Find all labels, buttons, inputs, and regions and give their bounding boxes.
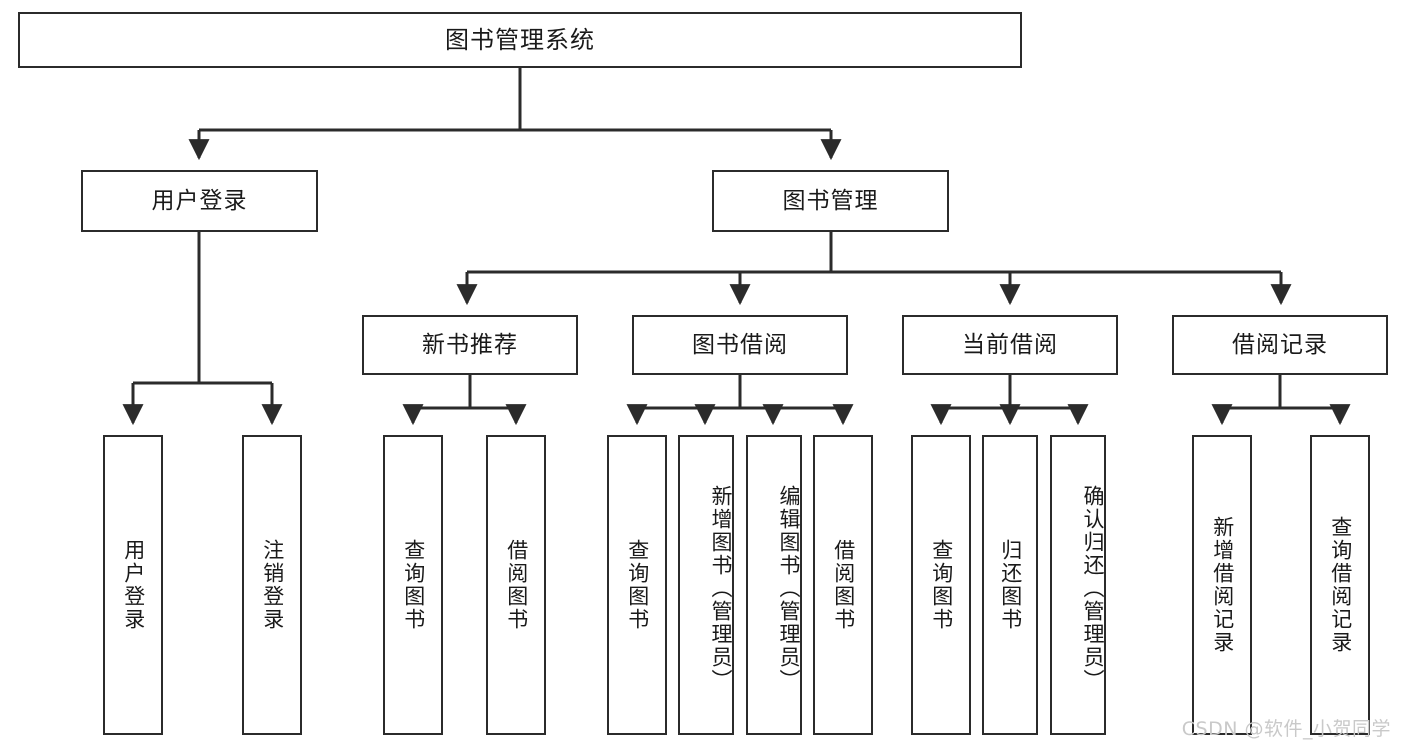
leaf-newbook-query-books[interactable]: 查询图书 [383,435,443,735]
node-borrow-records[interactable]: 借阅记录 [1172,315,1388,375]
node-new-book-recommend[interactable]: 新书推荐 [362,315,578,375]
leaf-user-logout[interactable]: 注销登录 [242,435,302,735]
node-book-borrow[interactable]: 图书借阅 [632,315,848,375]
leaf-current-return-book[interactable]: 归还图书 [982,435,1038,735]
node-user-login[interactable]: 用户登录 [81,170,318,232]
leaf-newbook-borrow-books[interactable]: 借阅图书 [486,435,546,735]
leaf-record-add-borrow-record[interactable]: 新增借阅记录 [1192,435,1252,735]
leaf-borrow-lend-book[interactable]: 借阅图书 [813,435,873,735]
node-current-borrow[interactable]: 当前借阅 [902,315,1118,375]
node-book-management[interactable]: 图书管理 [712,170,949,232]
leaf-current-query-books[interactable]: 查询图书 [911,435,971,735]
leaf-record-query-borrow-record[interactable]: 查询借阅记录 [1310,435,1370,735]
leaf-borrow-query-books[interactable]: 查询图书 [607,435,667,735]
node-root-system[interactable]: 图书管理系统 [18,12,1022,68]
leaf-user-login[interactable]: 用户登录 [103,435,163,735]
leaf-borrow-edit-book-admin[interactable]: 编辑图书（管理员） [746,435,802,735]
leaf-borrow-add-book-admin[interactable]: 新增图书（管理员） [678,435,734,735]
leaf-current-confirm-return-admin[interactable]: 确认归还（管理员） [1050,435,1106,735]
csdn-watermark: CSDN @软件_小贺同学 [1181,718,1391,740]
